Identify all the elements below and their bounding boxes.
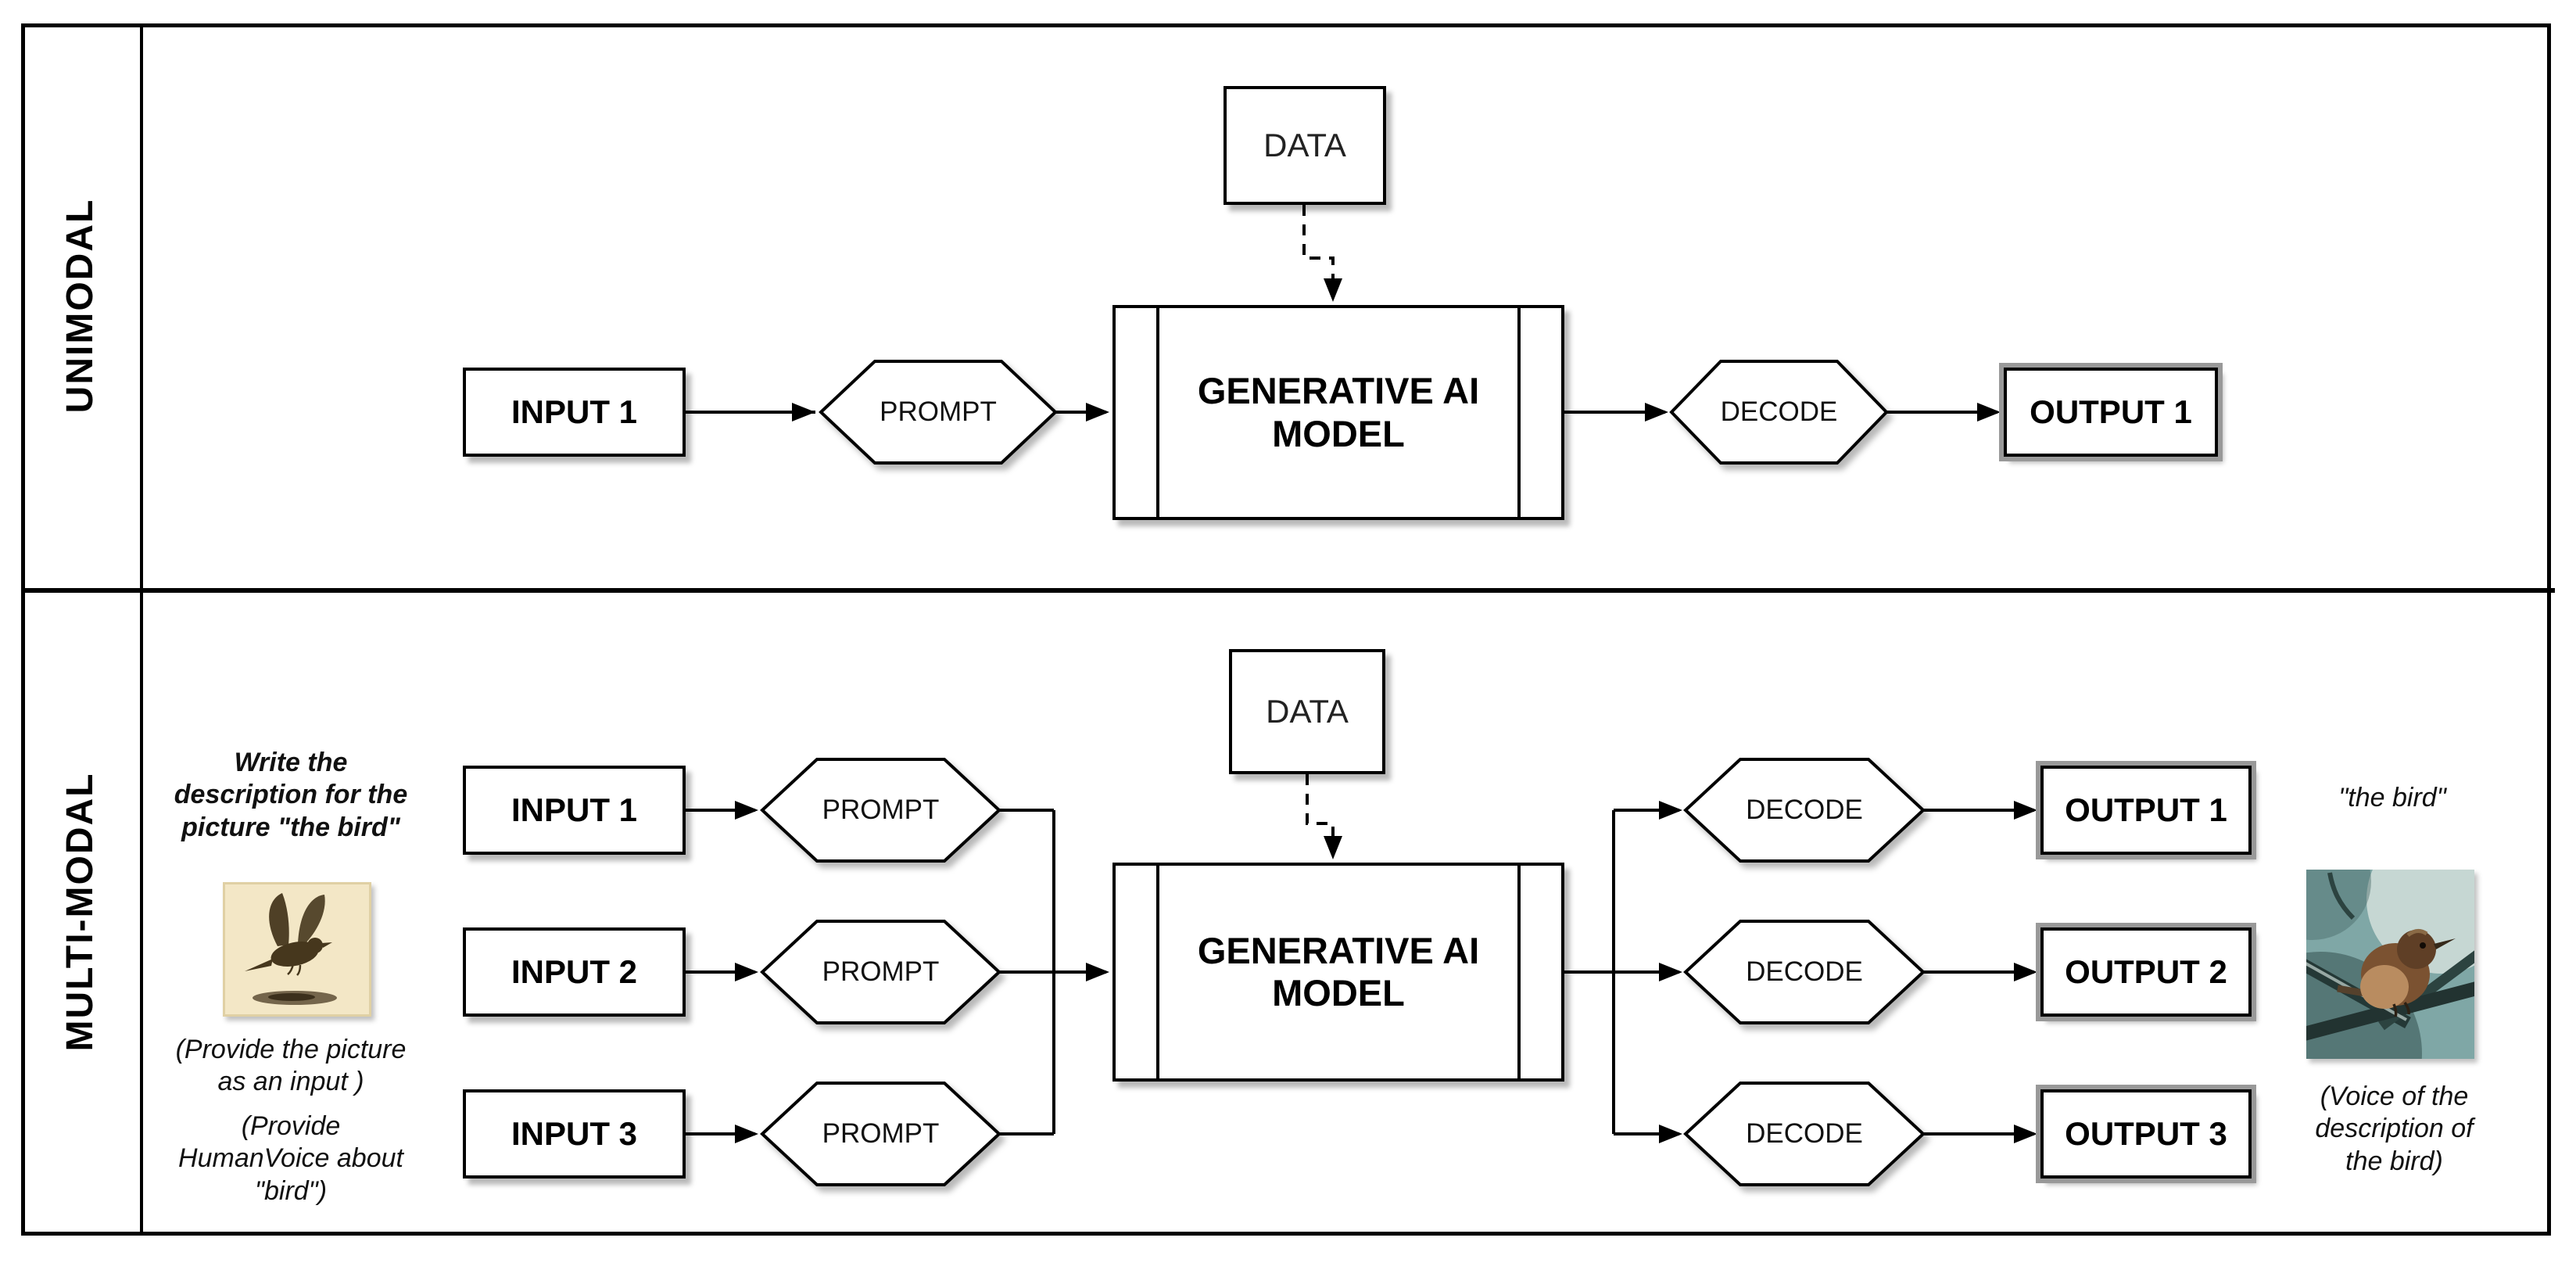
- arrowhead: [1086, 403, 1109, 422]
- row-label-multimodal: MULTI-MODAL: [59, 772, 101, 1052]
- arrowhead: [1324, 836, 1342, 859]
- decode-hexagon: [1683, 758, 1926, 863]
- decode-label: DECODE: [1720, 396, 1838, 427]
- generative-ai-model-box: GENERATIVE AI MODEL: [1112, 305, 1564, 520]
- data-box: DATA: [1224, 86, 1386, 205]
- arrowhead: [735, 801, 758, 820]
- input1-box: INPUT 1: [463, 368, 686, 457]
- decode-hexagon: [1683, 1082, 1926, 1186]
- arrowhead: [1659, 801, 1682, 820]
- arrowhead: [2014, 1125, 2037, 1143]
- output1-box: OUTPUT 1: [1999, 363, 2223, 461]
- picture-note-annotation: (Provide the picture as an input ): [175, 1035, 407, 1097]
- text-result-annotation: "the bird": [2338, 783, 2446, 813]
- mm-data-box: DATA: [1229, 649, 1385, 774]
- mm-decode1-label: DECODE: [1746, 795, 1863, 825]
- wire-data-to-model-dashed: [1302, 205, 1335, 296]
- row-divider: [21, 588, 2555, 593]
- arrowhead: [1086, 963, 1109, 981]
- bird-sketch-image: [223, 882, 371, 1017]
- row-label-unimodal: UNIMODAL: [59, 198, 101, 414]
- decode-hexagon: [1669, 360, 1889, 465]
- mm-output3-box: OUTPUT 3: [2036, 1085, 2256, 1183]
- mm-prompt1-label: PROMPT: [822, 795, 940, 825]
- mm-input2-box: INPUT 2: [463, 927, 686, 1017]
- arrowhead: [1324, 278, 1342, 302]
- prompt-label: PROMPT: [880, 396, 997, 427]
- mm-input3-box: INPUT 3: [463, 1089, 686, 1179]
- mm-output1-box: OUTPUT 1: [2036, 761, 2256, 859]
- arrowhead: [792, 403, 815, 422]
- arrowhead: [1659, 1125, 1682, 1143]
- bird-photo-image: [2306, 870, 2474, 1059]
- arrowhead: [2014, 801, 2037, 820]
- generative-ai-model-label: GENERATIVE AI MODEL: [1197, 370, 1480, 454]
- mm-generative-ai-model-box: GENERATIVE AI MODEL: [1112, 863, 1564, 1082]
- mm-prompt2-label: PROMPT: [822, 956, 940, 987]
- mm-decode3-label: DECODE: [1746, 1118, 1863, 1149]
- arrowhead: [1659, 963, 1682, 981]
- voice-result-annotation: (Voice of the description of the bird): [2315, 1082, 2474, 1176]
- arrowhead: [2014, 963, 2037, 981]
- wire-mm-data-to-model-dashed: [1306, 774, 1335, 853]
- arrowhead: [735, 1125, 758, 1143]
- mm-decode2-label: DECODE: [1746, 956, 1863, 987]
- arrowhead: [735, 963, 758, 981]
- decode-hexagon: [1683, 920, 1926, 1024]
- mm-prompt3-label: PROMPT: [822, 1118, 940, 1149]
- prompt-hexagon: [760, 758, 1001, 863]
- mm-input1-box: INPUT 1: [463, 766, 686, 855]
- prompt-hexagon: [819, 360, 1058, 465]
- mm-output2-box: OUTPUT 2: [2036, 923, 2256, 1021]
- prompt-hexagon: [760, 1082, 1001, 1186]
- voice-note-annotation: (Provide HumanVoice about "bird"): [178, 1111, 403, 1206]
- arrowhead: [1977, 403, 2001, 422]
- prompt-hexagon: [760, 920, 1001, 1024]
- instruction-annotation: Write the description for the picture "t…: [174, 748, 408, 842]
- table-frame: [21, 23, 2551, 1236]
- arrowhead: [1645, 403, 1668, 422]
- mm-generative-ai-model-label: GENERATIVE AI MODEL: [1197, 929, 1480, 1013]
- label-column-divider: [140, 23, 143, 1236]
